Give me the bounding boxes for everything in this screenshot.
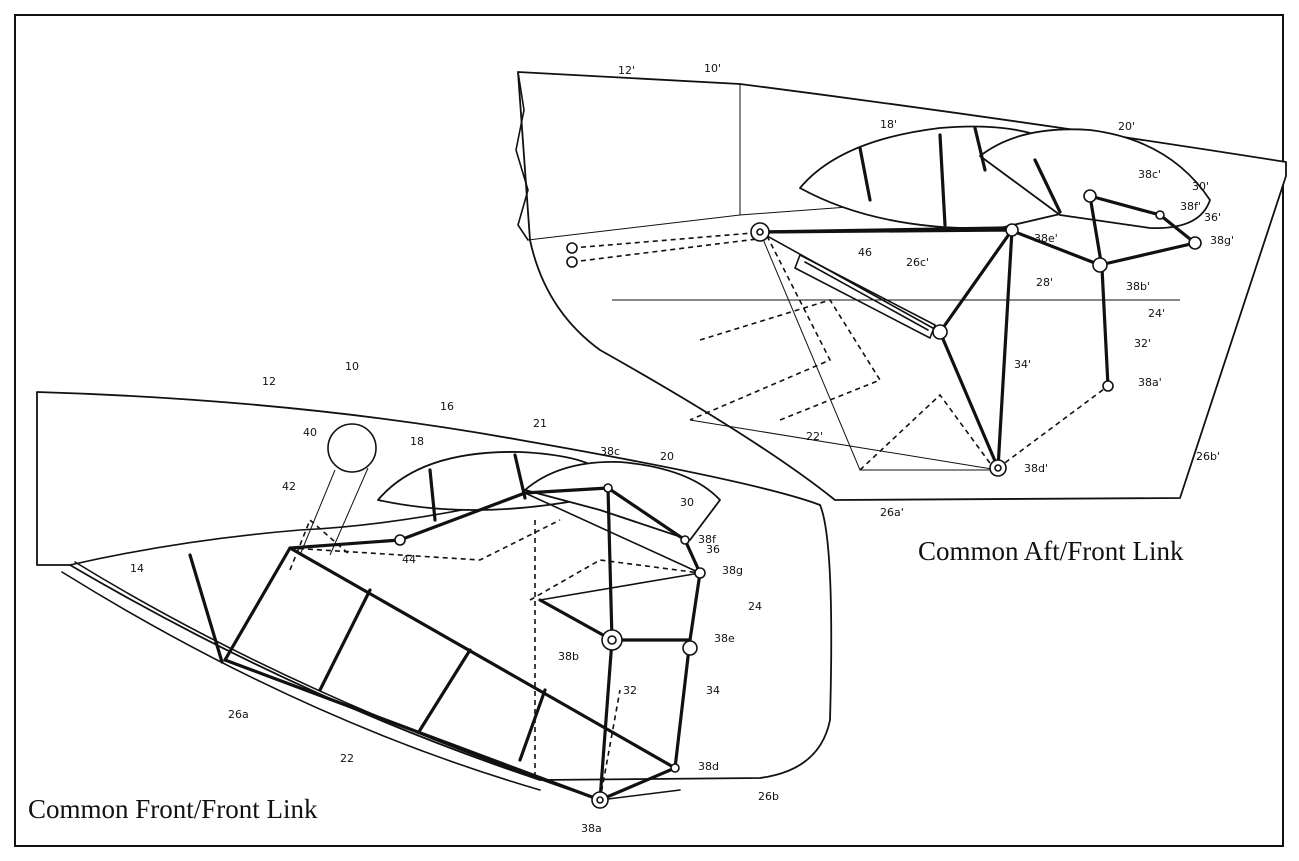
caption-front-front: Common Front/Front Link [28, 794, 318, 824]
label-32: 32 [623, 684, 637, 697]
label-24: 24 [748, 600, 762, 613]
label-26a: 26a [228, 708, 249, 721]
label-16: 16 [440, 400, 454, 413]
label-34p: 34' [1014, 358, 1031, 371]
label-38e: 38e [714, 632, 735, 645]
label-22p: 22' [806, 430, 823, 443]
label-12p: 12' [618, 64, 635, 77]
label-20p: 20' [1118, 120, 1135, 133]
label-20: 20 [660, 450, 674, 463]
label-18: 18 [410, 435, 424, 448]
label-26b: 26b [758, 790, 779, 803]
label-42: 42 [282, 480, 296, 493]
label-26cp: 26c' [906, 256, 929, 269]
label-21: 21 [533, 417, 547, 430]
label-38d: 38d [698, 760, 719, 773]
caption-aft-front: Common Aft/Front Link [918, 536, 1184, 566]
label-40: 40 [303, 426, 317, 439]
label-38cp: 38c' [1138, 168, 1161, 181]
label-34: 34 [706, 684, 720, 697]
label-38ap: 38a' [1138, 376, 1162, 389]
label-10p: 10' [704, 62, 721, 75]
label-26ap: 26a' [880, 506, 904, 519]
label-26bp: 26b' [1196, 450, 1220, 463]
label-44: 44 [402, 553, 416, 566]
label-36p: 36' [1204, 211, 1221, 224]
label-38b: 38b [558, 650, 579, 663]
label-32p: 32' [1134, 337, 1151, 350]
label-22: 22 [340, 752, 354, 765]
label-10: 10 [345, 360, 359, 373]
label-14: 14 [130, 562, 144, 575]
label-38ep: 38e' [1034, 232, 1058, 245]
label-28p: 28' [1036, 276, 1053, 289]
label-12: 12 [262, 375, 276, 388]
label-38c: 38c [600, 445, 620, 458]
label-38fp: 38f' [1180, 200, 1201, 213]
label-38g: 38g [722, 564, 743, 577]
label-46: 46 [858, 246, 872, 259]
label-30: 30 [680, 496, 694, 509]
label-36: 36 [706, 543, 720, 556]
label-18p: 18' [880, 118, 897, 131]
aft-front-assembly [515, 71, 1287, 501]
label-38gp: 38g' [1210, 234, 1234, 247]
label-38a: 38a [581, 822, 602, 835]
label-38f: 38f [698, 533, 717, 546]
label-24p: 24' [1148, 307, 1165, 320]
front-front-assembly [36, 391, 833, 809]
aft-labels: 12' 10' 18' 20' 38c' 30' 38f' 36' 38g' 3… [618, 62, 1234, 519]
label-38dp: 38d' [1024, 462, 1048, 475]
label-38bp: 38b' [1126, 280, 1150, 293]
label-30p: 30' [1192, 180, 1209, 193]
front-labels: 12 10 16 40 42 18 21 20 38c 30 38f 36 38… [130, 360, 779, 835]
